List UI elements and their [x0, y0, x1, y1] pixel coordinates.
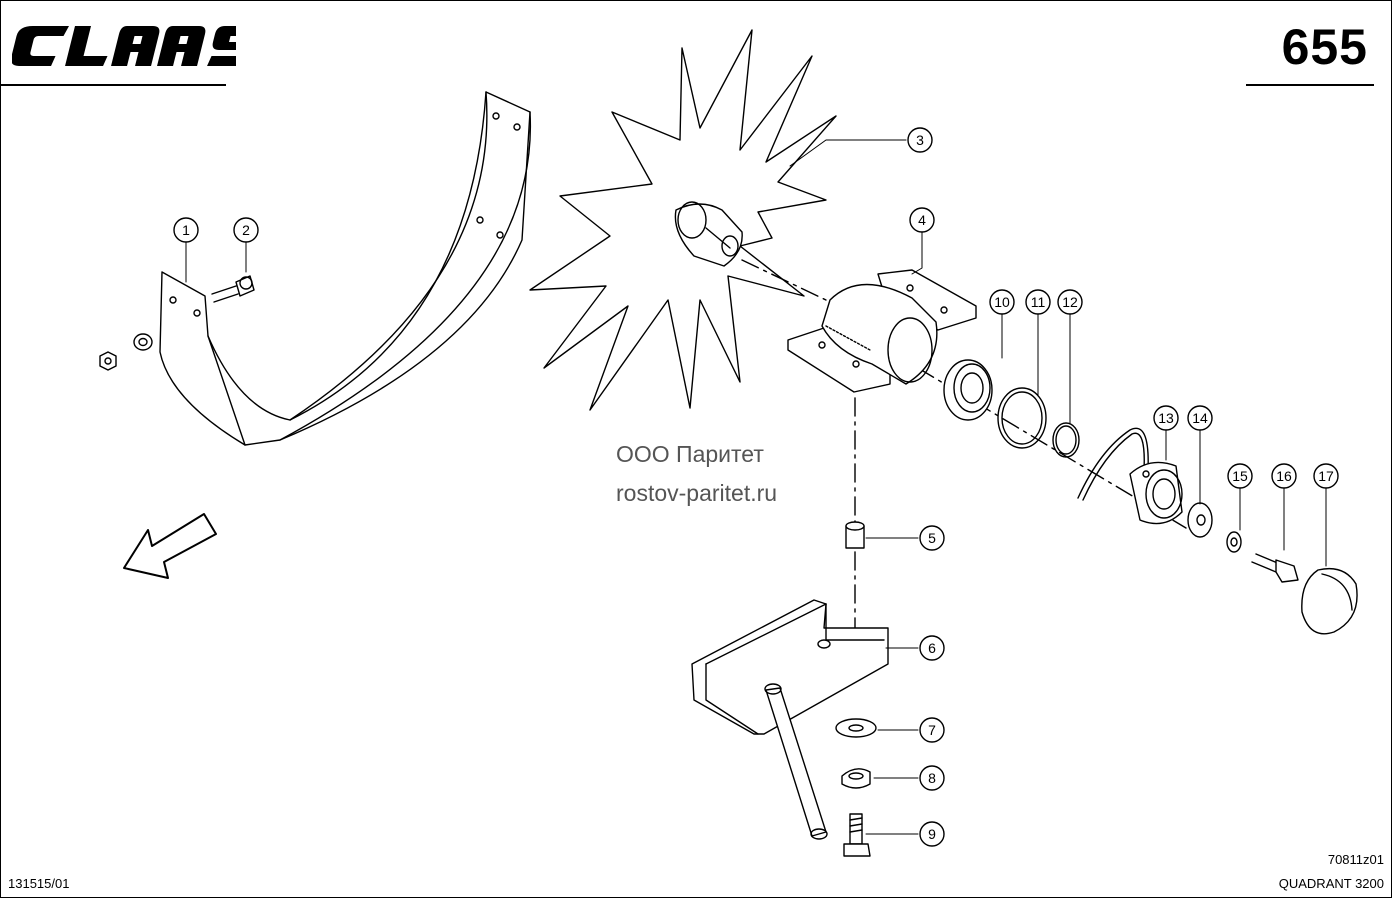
page-number: 655 — [1281, 19, 1368, 75]
travel-direction-arrow — [123, 513, 217, 579]
callout-4: 4 — [909, 207, 935, 233]
svg-text:1: 1 — [182, 222, 190, 238]
svg-text:7: 7 — [928, 722, 936, 738]
callout-12: 12 — [1057, 289, 1083, 315]
svg-text:14: 14 — [1192, 410, 1208, 426]
callout-9: 9 — [919, 821, 945, 847]
svg-text:13: 13 — [1158, 410, 1174, 426]
svg-text:12: 12 — [1062, 294, 1078, 310]
svg-text:10: 10 — [994, 294, 1010, 310]
callout-5: 5 — [919, 525, 945, 551]
washer-left — [133, 333, 153, 351]
callout-8: 8 — [919, 765, 945, 791]
flat-washer — [835, 718, 877, 738]
bolt-part-16 — [1251, 553, 1299, 583]
spacer-sleeve — [845, 521, 865, 549]
end-cap — [1301, 567, 1358, 635]
callout-2: 2 — [233, 217, 259, 243]
bolt-part-9 — [843, 813, 871, 857]
svg-text:6: 6 — [928, 640, 936, 656]
callout-10: 10 — [989, 289, 1015, 315]
svg-text:3: 3 — [916, 132, 924, 148]
spring-washer — [1226, 531, 1242, 553]
locking-collar — [1129, 461, 1183, 525]
callouts: 1 2 3 4 5 6 7 8 9 10 11 12 13 14 15 16 1… — [173, 127, 1339, 847]
bolt-part-2 — [211, 275, 255, 303]
svg-text:16: 16 — [1276, 468, 1292, 484]
watermark-company: ООО Паритет — [616, 441, 764, 467]
watermark-url: rostov-paritet.ru — [616, 480, 778, 506]
bearing — [943, 359, 993, 421]
svg-text:8: 8 — [928, 770, 936, 786]
svg-text:11: 11 — [1031, 294, 1046, 310]
svg-text:5: 5 — [928, 530, 936, 546]
callout-15: 15 — [1227, 463, 1253, 489]
callout-3: 3 — [907, 127, 933, 153]
footer-left-code: 131515/01 — [8, 876, 70, 891]
hex-nut — [841, 768, 871, 789]
leader-lines — [185, 139, 1327, 835]
footer-model: QUADRANT 3200 — [1278, 876, 1384, 891]
guard-strap — [159, 91, 532, 446]
bearing-housing — [787, 269, 977, 393]
svg-text:2: 2 — [242, 222, 250, 238]
callout-1: 1 — [173, 217, 199, 243]
nut-left — [99, 351, 117, 371]
circlip-large — [997, 387, 1047, 449]
header-rule-right — [1246, 84, 1374, 86]
washer-large — [1187, 502, 1213, 538]
wire-spring — [1077, 427, 1149, 501]
claas-logo — [12, 26, 236, 66]
footer-drawing-code: 70811z01 — [1327, 852, 1384, 867]
callout-6: 6 — [919, 635, 945, 661]
callout-17: 17 — [1313, 463, 1339, 489]
svg-text:9: 9 — [928, 826, 936, 842]
center-lines — [741, 259, 1187, 641]
star-tine-wheel — [529, 29, 837, 411]
circlip-small — [1052, 422, 1080, 458]
tine-rod — [764, 683, 828, 840]
svg-text:15: 15 — [1232, 468, 1248, 484]
callout-13: 13 — [1153, 405, 1179, 431]
callout-11: 11 — [1025, 289, 1051, 315]
header-rule-left — [0, 84, 226, 86]
callout-14: 14 — [1187, 405, 1213, 431]
callout-7: 7 — [919, 717, 945, 743]
svg-text:4: 4 — [918, 212, 926, 228]
mounting-bracket — [691, 599, 889, 735]
callout-16: 16 — [1271, 463, 1297, 489]
svg-text:17: 17 — [1318, 468, 1334, 484]
